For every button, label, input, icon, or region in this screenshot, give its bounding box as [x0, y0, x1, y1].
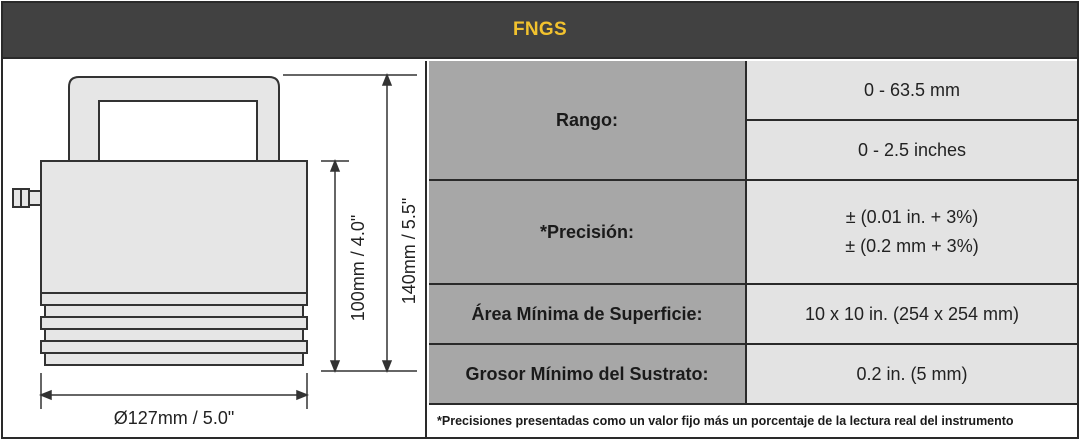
range-label: Rango:: [429, 61, 747, 181]
diameter-label: Ø127mm / 5.0": [114, 408, 234, 428]
dimension-inner-height: [321, 158, 349, 374]
min-thickness-value: 0.2 in. (5 mm): [747, 345, 1077, 405]
footnote: *Precisiones presentadas como un valor f…: [437, 414, 1014, 428]
product-title: FNGS: [513, 19, 567, 40]
inner-height-label: 100mm / 4.0": [348, 215, 368, 321]
dimension-diameter: [38, 373, 310, 409]
connector-shape: [28, 190, 42, 206]
range-mm-text: 0 - 63.5 mm: [863, 79, 961, 100]
min-area-value: 10 x 10 in. (254 x 254 mm): [747, 285, 1077, 345]
header-bar: FNGS: [3, 3, 1077, 59]
range-mm-value: 0 - 63.5 mm: [747, 61, 1077, 121]
handle-shape: [68, 76, 280, 162]
probe-drawing-panel: 100mm / 4.0" 140mm / 5.5" Ø127mm / 5.0": [3, 61, 427, 437]
min-thickness-label: Grosor Mínimo del Sustrato:: [429, 345, 747, 405]
body-shape: [40, 160, 308, 294]
ribbed-base-shape: [40, 292, 308, 366]
total-height-label: 140mm / 5.5": [399, 198, 419, 304]
precision-value: ± (0.01 in. + 3%) ± (0.2 mm + 3%): [747, 181, 1077, 285]
range-in-text: 0 - 2.5 inches: [857, 139, 967, 160]
range-in-value: 0 - 2.5 inches: [747, 121, 1077, 181]
dimension-total-height: [283, 72, 417, 374]
spec-table: Rango: 0 - 63.5 mm 0 - 2.5 inches *Preci…: [429, 61, 1077, 405]
precision-in-text: ± (0.01 in. + 3%): [845, 207, 979, 227]
precision-label: *Precisión:: [429, 181, 747, 285]
precision-mm-text: ± (0.2 mm + 3%): [845, 236, 979, 256]
min-thickness-text: 0.2 in. (5 mm): [856, 363, 968, 384]
probe-drawing-icon: 100mm / 4.0" 140mm / 5.5" Ø127mm / 5.0": [12, 72, 419, 428]
min-area-label: Área Mínima de Superficie:: [429, 285, 747, 345]
min-area-text: 10 x 10 in. (254 x 254 mm): [804, 303, 1020, 324]
